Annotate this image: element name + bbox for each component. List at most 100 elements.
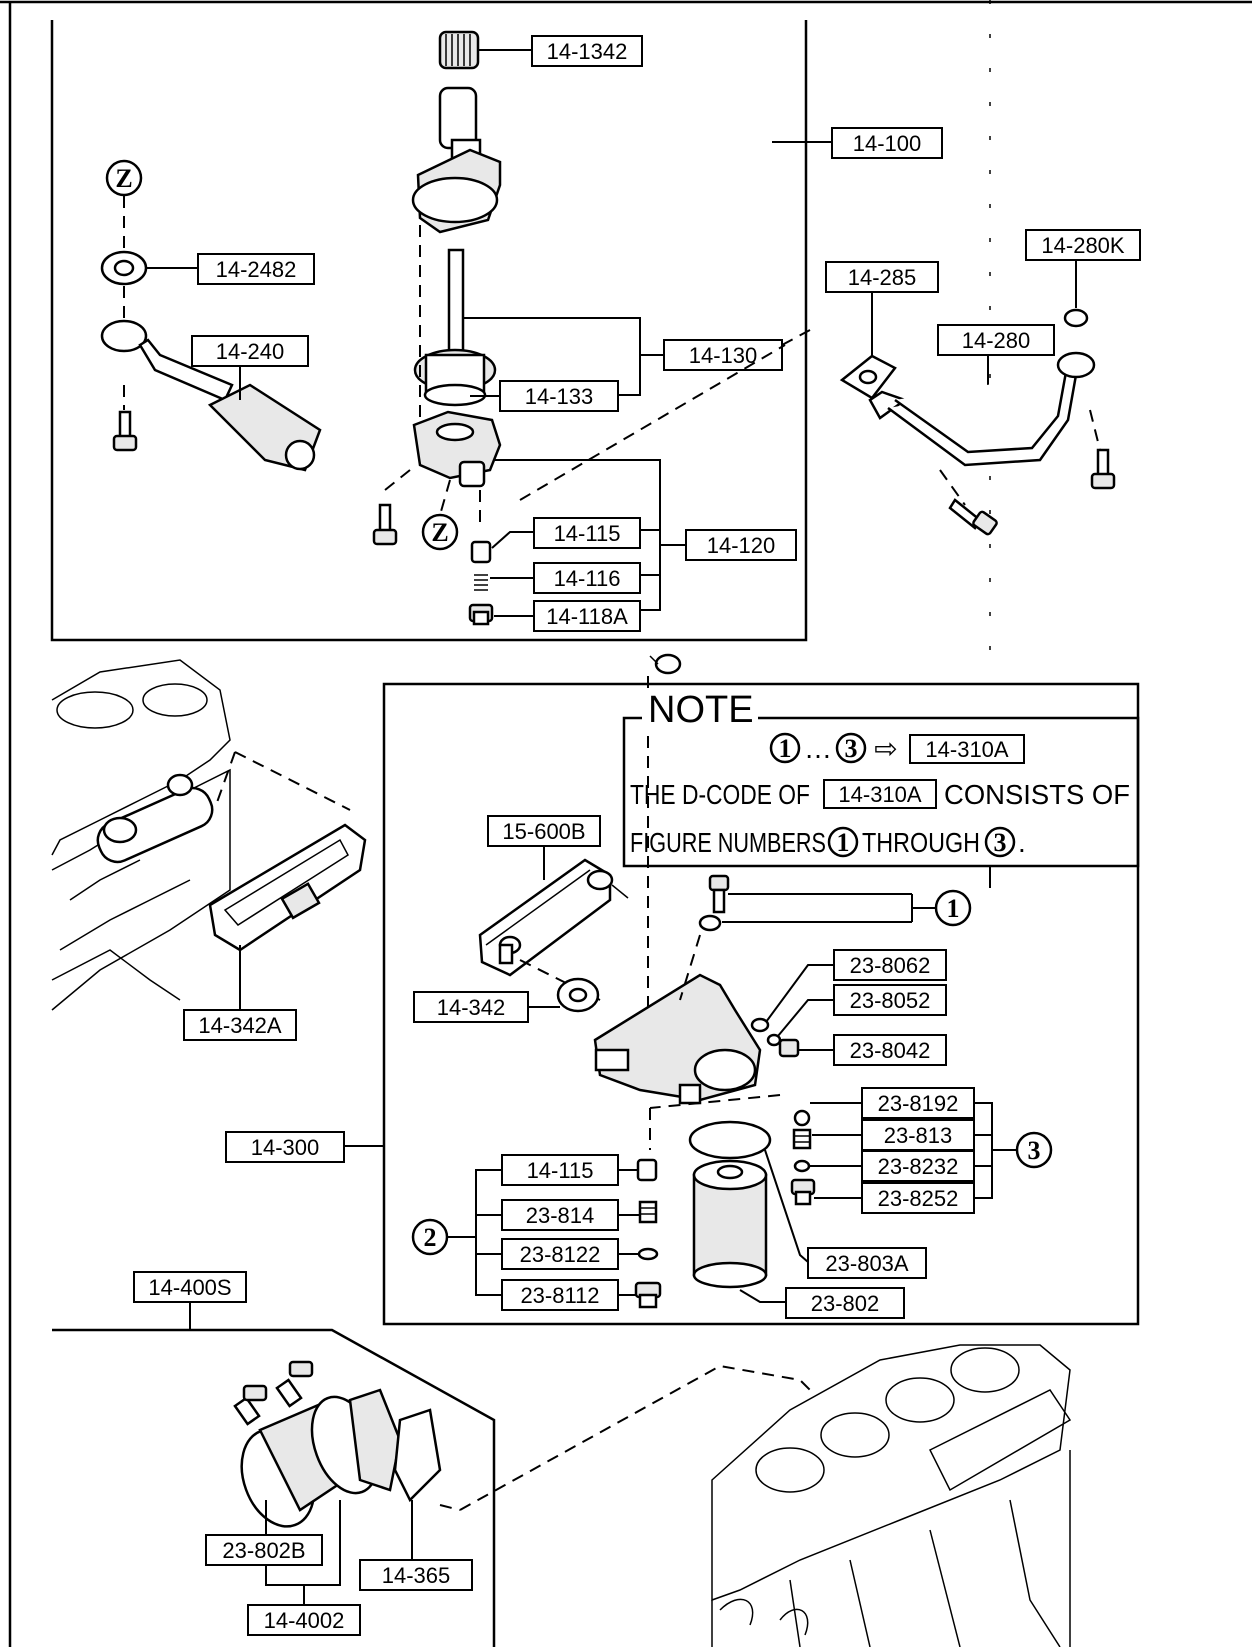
svg-text:14-365: 14-365 bbox=[382, 1563, 451, 1588]
washer-23-8052-part bbox=[766, 1033, 782, 1047]
bolt-part bbox=[372, 503, 398, 546]
drive-gear-part bbox=[438, 30, 480, 70]
note-line-3: FIGURE NUMBERS 1 THROUGH 3 . bbox=[630, 826, 1026, 858]
svg-text:14-300: 14-300 bbox=[251, 1135, 320, 1160]
svg-text:14-400S: 14-400S bbox=[148, 1275, 231, 1300]
washer-14-280K-part bbox=[1063, 308, 1089, 328]
label-14-400S: 14-400S bbox=[133, 1271, 247, 1303]
gasket-14-342A-part bbox=[208, 823, 367, 952]
oil-filter-part bbox=[688, 1120, 772, 1289]
label-14-116: 14-116 bbox=[533, 562, 641, 594]
svg-text:1: 1 bbox=[947, 894, 960, 923]
oil-pump-frame bbox=[50, 20, 808, 642]
strainer-bolt-part bbox=[112, 410, 138, 452]
svg-text:15-600B: 15-600B bbox=[502, 819, 585, 844]
svg-text:23-8062: 23-8062 bbox=[850, 953, 931, 978]
svg-text:1: 1 bbox=[779, 734, 792, 763]
svg-text:23-8252: 23-8252 bbox=[878, 1186, 959, 1211]
svg-text:14-2482: 14-2482 bbox=[216, 257, 297, 282]
svg-text:23-814: 23-814 bbox=[526, 1203, 595, 1228]
label-14-133: 14-133 bbox=[499, 380, 619, 412]
svg-text:14-285: 14-285 bbox=[848, 265, 917, 290]
svg-text:14-240: 14-240 bbox=[216, 339, 285, 364]
svg-text:.: . bbox=[1018, 827, 1026, 858]
pipe-bolt-part-a bbox=[948, 498, 998, 536]
label-14-118A: 14-118A bbox=[533, 600, 641, 632]
pipe-bolt-part-b bbox=[1090, 448, 1116, 490]
label-23-803A: 23-803A bbox=[807, 1247, 927, 1279]
marker-z-top: Z bbox=[105, 159, 143, 197]
label-14-4002: 14-4002 bbox=[247, 1604, 361, 1636]
svg-text:3: 3 bbox=[1028, 1136, 1041, 1165]
svg-text:14-310A: 14-310A bbox=[925, 737, 1009, 762]
note-box bbox=[622, 716, 1140, 868]
svg-text:THE D-CODE OF: THE D-CODE OF bbox=[630, 779, 810, 810]
svg-text:23-8192: 23-8192 bbox=[878, 1091, 959, 1116]
svg-text:⇨: ⇨ bbox=[874, 733, 897, 764]
frame-top-nut-part bbox=[649, 653, 682, 675]
svg-text:14-4002: 14-4002 bbox=[264, 1608, 345, 1633]
label-14-280K: 14-280K bbox=[1025, 229, 1141, 261]
svg-text:Z: Z bbox=[115, 164, 132, 193]
filter-assembly-part bbox=[233, 1360, 442, 1528]
svg-text:3: 3 bbox=[845, 734, 858, 763]
label-23-8042: 23-8042 bbox=[833, 1034, 947, 1066]
label-23-8112: 23-8112 bbox=[501, 1279, 619, 1311]
note-title: NOTE bbox=[648, 689, 754, 731]
label-23-802: 23-802 bbox=[785, 1287, 905, 1319]
svg-text:23-8232: 23-8232 bbox=[878, 1154, 959, 1179]
marker-3: 3 bbox=[1015, 1131, 1053, 1169]
gasket-14-342-part bbox=[556, 977, 600, 1013]
marker-z-pump: Z bbox=[421, 513, 459, 551]
gasket-14-2482-part bbox=[100, 250, 148, 286]
svg-text:14-280K: 14-280K bbox=[1041, 233, 1125, 258]
svg-text:14-130: 14-130 bbox=[689, 343, 758, 368]
label-14-342: 14-342 bbox=[413, 991, 529, 1023]
svg-text:14-342: 14-342 bbox=[437, 995, 506, 1020]
svg-text:14-118A: 14-118A bbox=[546, 604, 628, 629]
label-14-342A: 14-342A bbox=[183, 1009, 297, 1041]
svg-text:2: 2 bbox=[424, 1223, 437, 1252]
label-14-365: 14-365 bbox=[359, 1559, 473, 1591]
label-23-813: 23-813 bbox=[861, 1119, 975, 1151]
label-14-1342: 14-1342 bbox=[531, 35, 643, 67]
label-23-8192: 23-8192 bbox=[861, 1087, 975, 1119]
plunger-14-115-part bbox=[636, 1158, 658, 1182]
svg-text:23-8112: 23-8112 bbox=[520, 1283, 599, 1308]
svg-text:1: 1 bbox=[837, 828, 850, 857]
svg-text:Z: Z bbox=[431, 518, 448, 547]
label-23-8232: 23-8232 bbox=[861, 1150, 975, 1182]
plug-part bbox=[468, 603, 494, 626]
svg-text:14-1342: 14-1342 bbox=[547, 39, 628, 64]
oil-cooler-frame bbox=[382, 682, 1140, 1326]
svg-text:14-310A: 14-310A bbox=[838, 782, 922, 807]
label-15-600B: 15-600B bbox=[487, 815, 601, 847]
label-23-814: 23-814 bbox=[501, 1199, 619, 1231]
engine-block-left bbox=[51, 659, 231, 1011]
oring-23-8232-part bbox=[793, 1159, 811, 1173]
label-14-240: 14-240 bbox=[191, 335, 309, 367]
svg-text:14-100: 14-100 bbox=[853, 131, 922, 156]
washer-23-8062-part bbox=[750, 1017, 770, 1033]
bolt-1-part bbox=[698, 874, 730, 932]
label-14-100: 14-100 bbox=[831, 127, 943, 159]
nut-23-8042-part bbox=[778, 1038, 800, 1058]
plunger-part bbox=[470, 540, 492, 564]
svg-text:14-120: 14-120 bbox=[707, 533, 776, 558]
engine-block-right bbox=[711, 1344, 1072, 1647]
svg-text:23-802: 23-802 bbox=[811, 1291, 880, 1316]
svg-text:3: 3 bbox=[994, 828, 1007, 857]
label-14-285: 14-285 bbox=[825, 261, 939, 293]
label-14-2482: 14-2482 bbox=[197, 253, 315, 285]
svg-text:23-803A: 23-803A bbox=[825, 1251, 909, 1276]
ball-23-8192-part bbox=[793, 1109, 811, 1127]
label-23-8052: 23-8052 bbox=[833, 984, 947, 1016]
shaft-gear-part bbox=[413, 248, 497, 407]
spring-part bbox=[474, 574, 488, 591]
plug-23-8112-part bbox=[634, 1281, 662, 1309]
svg-text:23-8122: 23-8122 bbox=[520, 1242, 601, 1267]
filter-housing-part bbox=[593, 973, 762, 1105]
label-14-280: 14-280 bbox=[937, 324, 1055, 356]
svg-text:14-115: 14-115 bbox=[527, 1158, 594, 1183]
